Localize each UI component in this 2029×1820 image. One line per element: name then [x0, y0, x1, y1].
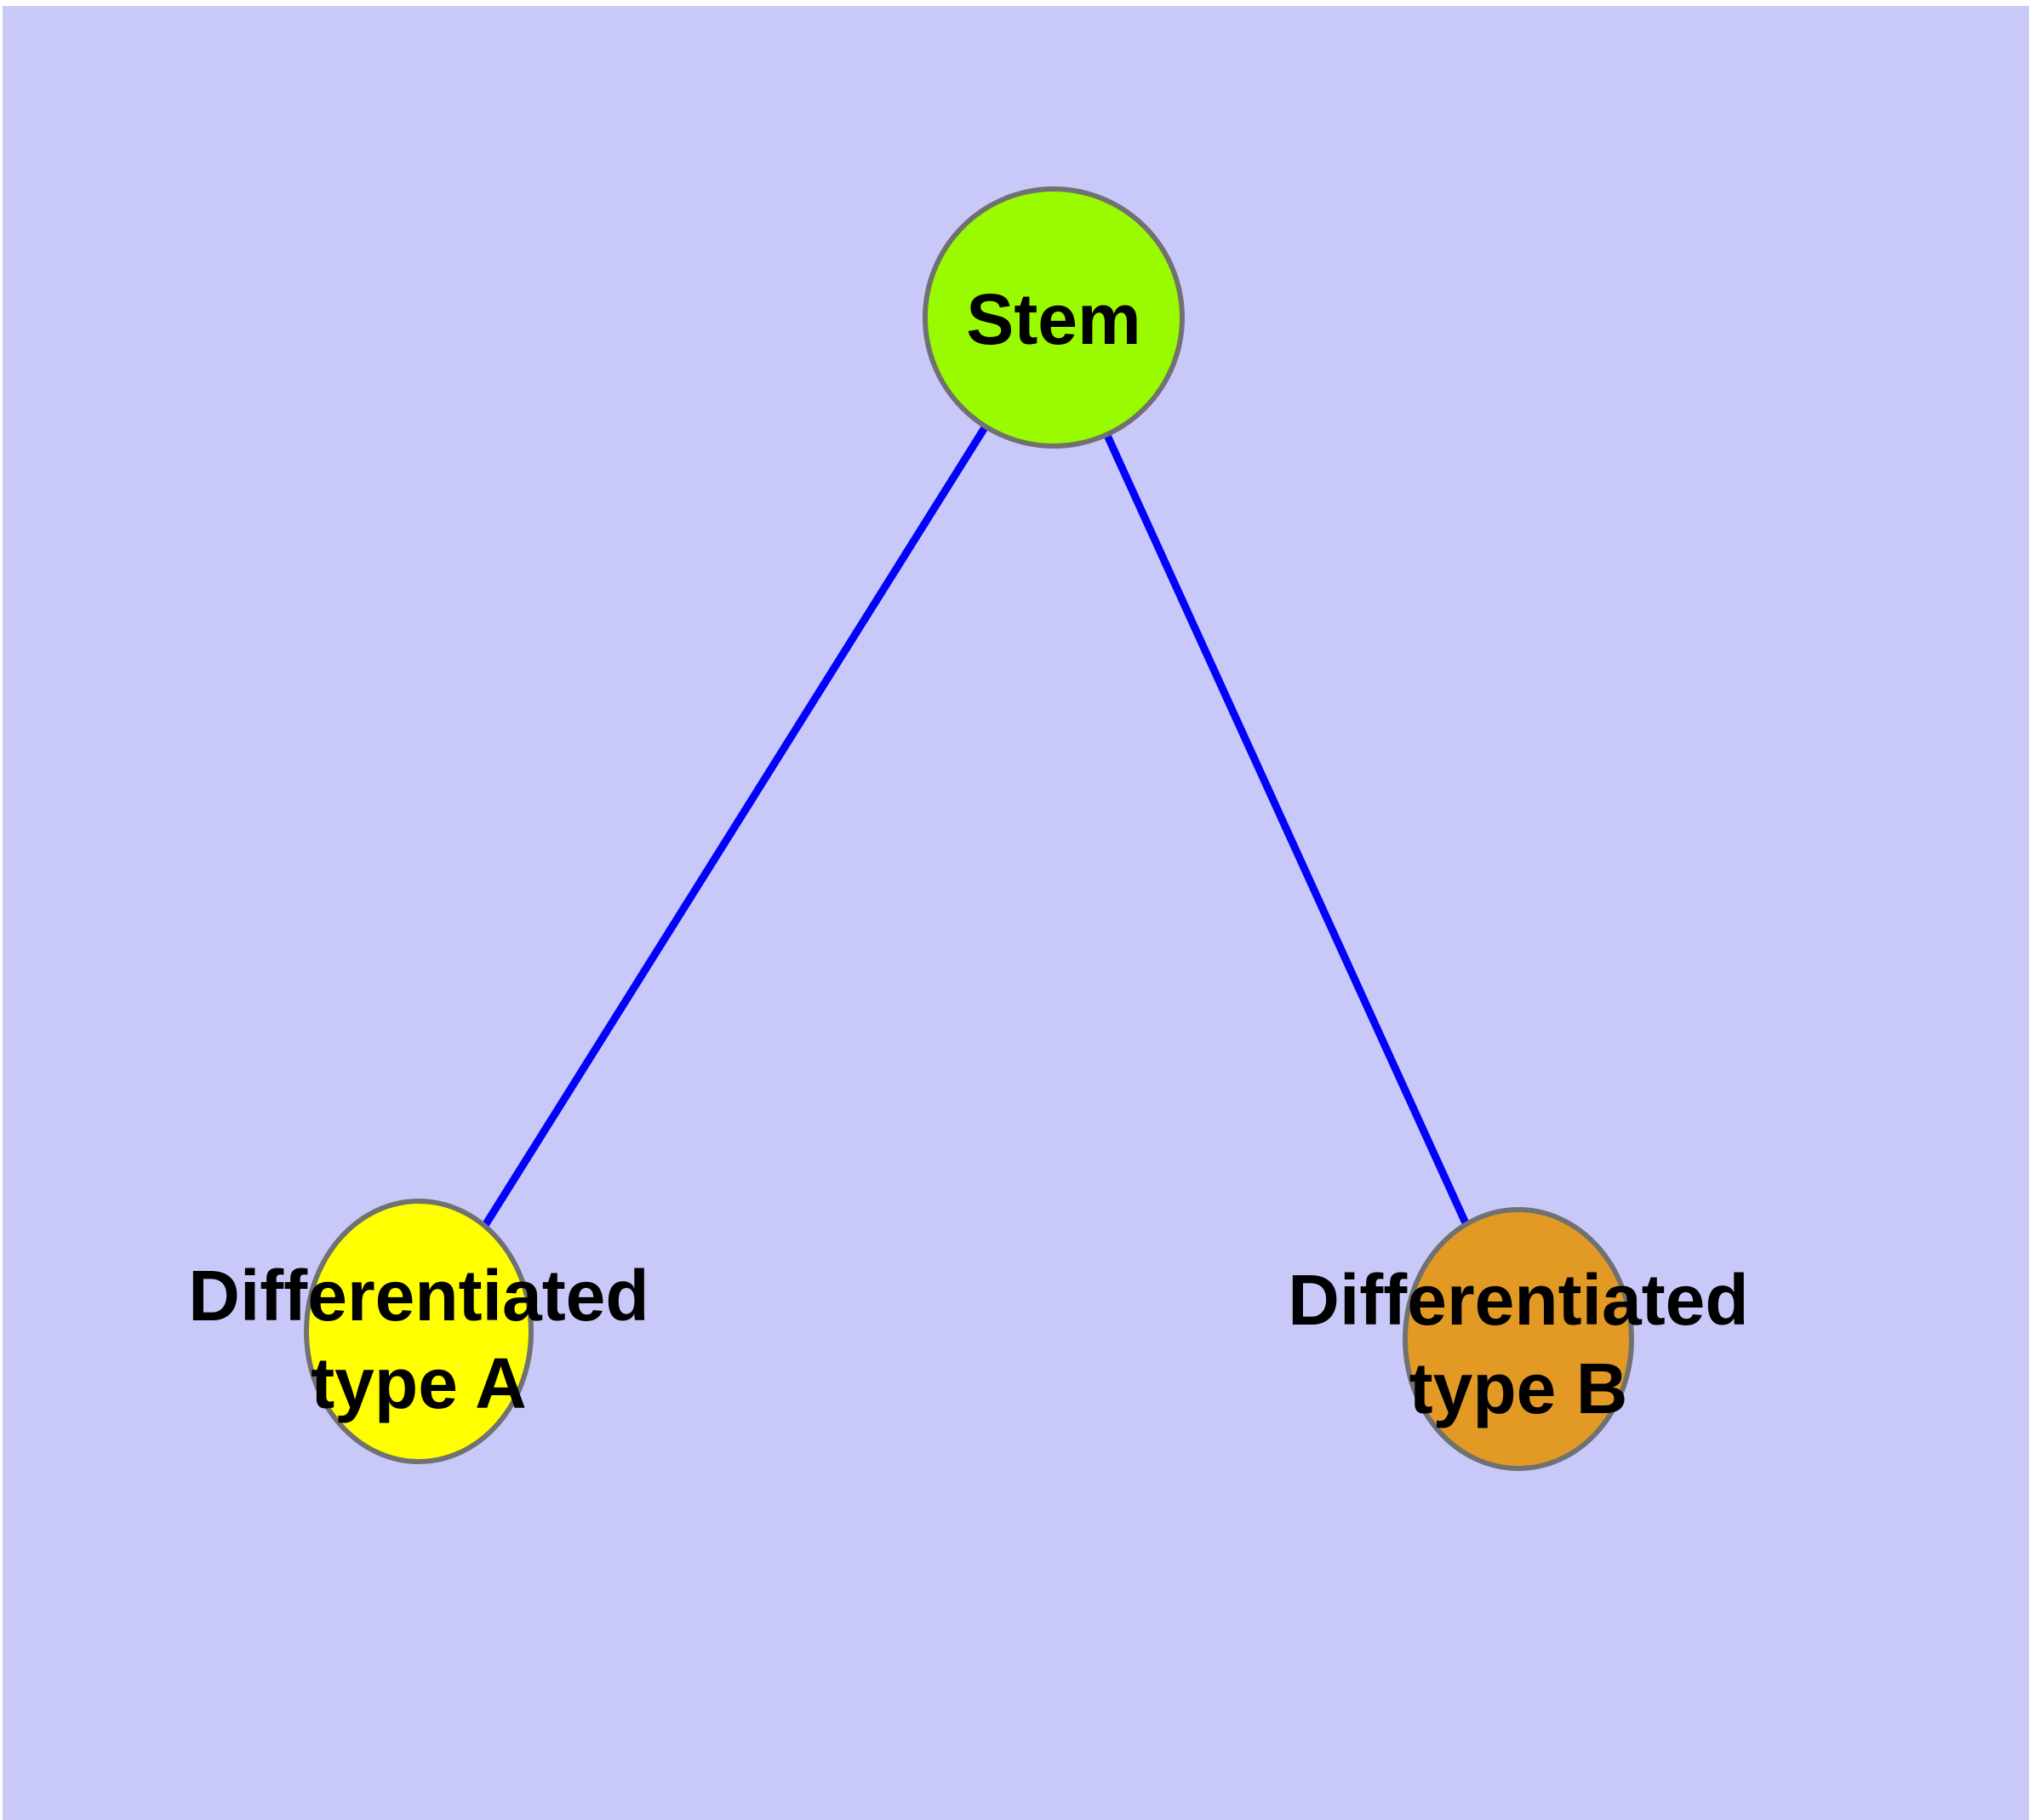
node-type-b-label-line2: type B [1409, 1348, 1628, 1428]
edge-stem-to-type-a [415, 315, 1057, 1334]
node-differentiated-type-b [1403, 1207, 1634, 1471]
node-stem [923, 186, 1185, 449]
edge-stem-to-type-b [1049, 316, 1523, 1341]
node-differentiated-type-a [304, 1199, 534, 1464]
node-stem-label: Stem [966, 279, 1140, 359]
node-type-a-label-line2: type A [311, 1343, 527, 1423]
node-type-b-label-line1: Differentiated [1288, 1260, 1748, 1340]
node-type-a-label-line1: Differentiated [188, 1256, 649, 1336]
